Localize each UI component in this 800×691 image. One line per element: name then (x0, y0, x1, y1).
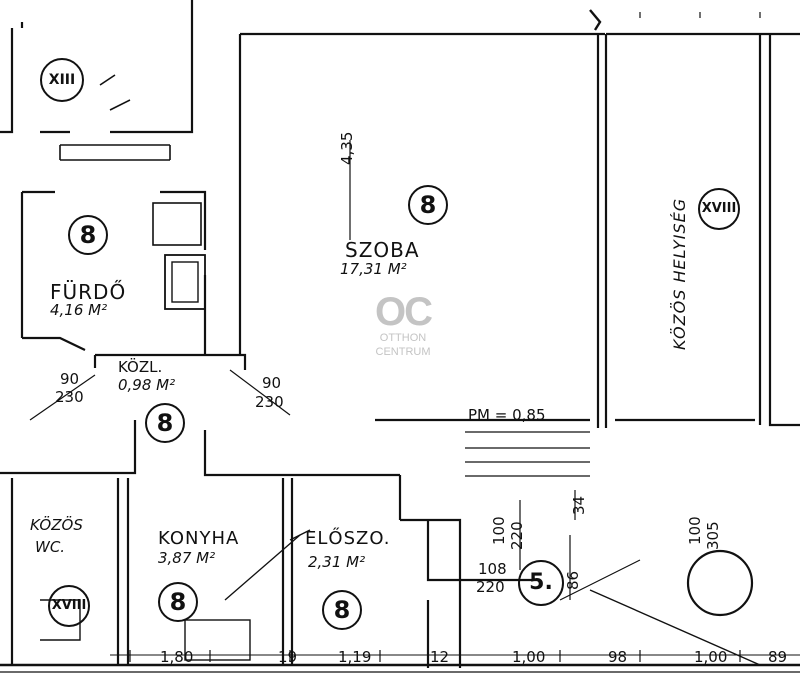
room-number-konyha: 8 (158, 582, 198, 622)
room-number-kozl: 8 (145, 403, 185, 443)
bottom-dim-6: 98 (608, 648, 628, 666)
room-area-szoba: 17,31 M² (340, 260, 407, 278)
wall-corridor-left (0, 420, 137, 475)
ceiling-height-label: 4,35 (338, 131, 356, 165)
room-name-konyha: KONYHA (158, 528, 240, 549)
wall-xiii-right (110, 0, 194, 134)
room-area-eloszo: 2,31 M² (308, 553, 366, 571)
bottom-dim-1: 1,80 (160, 648, 194, 666)
wall-bathroom-left (20, 190, 55, 338)
bottom-dim-4: 12 (430, 648, 450, 666)
wall-xiii-left (0, 28, 14, 134)
room-number-xiii: XIII (40, 58, 84, 102)
pm-height-label: PM = 0,85 (468, 406, 546, 424)
room-name-kozos-wc-2: WC. (35, 538, 66, 556)
watermark-line-2: CENTRUM (375, 345, 431, 358)
door-dim-side-height: 220 (476, 578, 505, 596)
door-dim-right-door-height: 305 (704, 521, 722, 550)
room-number-szoba: 8 (408, 185, 448, 225)
room-name-kozos-helyiseg: KÖZÖS HELYISÉG (670, 197, 689, 350)
watermark-logo: OC (375, 290, 433, 334)
room-number-kozos-helyiseg: XVIII (698, 188, 740, 230)
dim-34: 34 (570, 495, 588, 515)
room-number-kozos-wc: XVIII (48, 585, 90, 627)
door-dim-right-width: 90 (262, 374, 282, 392)
room-name-kozos-wc-1: KÖZÖS (30, 516, 83, 534)
dim-86: 86 (564, 570, 582, 590)
bottom-dim-8: 89 (768, 648, 788, 666)
unit-number-marker: 5. (518, 560, 564, 606)
bottom-dim-5: 1,00 (512, 648, 546, 666)
room-name-eloszo: ELŐSZO. (305, 528, 391, 549)
door-dim-right-height: 230 (255, 393, 284, 411)
room-area-kozl: 0,98 M² (118, 376, 176, 394)
room-name-szoba: SZOBA (345, 238, 420, 262)
bottom-dim-2: 19 (278, 648, 298, 666)
room-number-furdo: 8 (68, 215, 108, 255)
wall-corridor-bottom (203, 430, 400, 477)
wall-eloszo-right (400, 518, 462, 668)
room-name-furdo: FÜRDŐ (50, 280, 127, 304)
bottom-dim-7: 1,00 (694, 648, 728, 666)
room-area-furdo: 4,16 M² (50, 301, 108, 319)
door-dim-left-width: 90 (60, 370, 80, 388)
room-number-eloszo: 8 (322, 590, 362, 630)
door-dim-side-width: 108 (478, 560, 507, 578)
door-dim-right-door-width: 100 (686, 516, 704, 545)
bottom-dim-3: 1,19 (338, 648, 372, 666)
door-dim-entry-width: 100 (490, 516, 508, 545)
door-dim-left-height: 230 (55, 388, 84, 406)
room-area-konyha: 3,87 M² (158, 549, 216, 567)
room-name-kozl: KÖZL. (118, 358, 163, 376)
watermark-line-1: OTTHON (379, 332, 427, 344)
door-dim-entry-height: 220 (508, 521, 526, 550)
watermark: OC OTTHON CENTRUM (368, 292, 438, 360)
